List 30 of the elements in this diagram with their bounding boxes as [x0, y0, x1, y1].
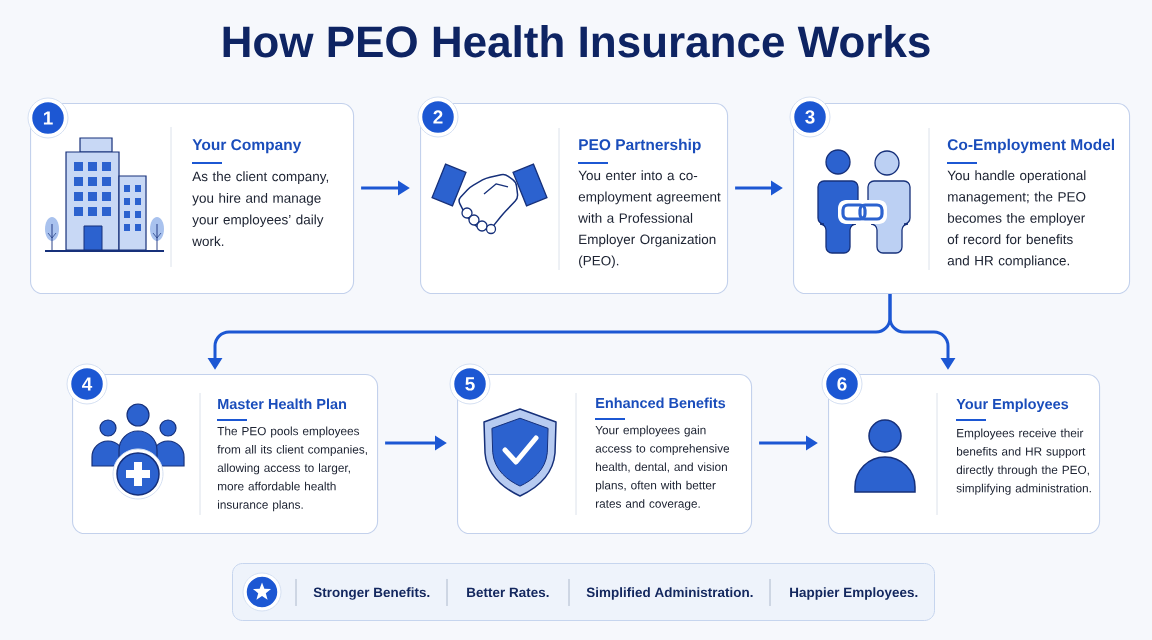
step-card [821, 363, 1101, 535]
banner-text: Stronger Benefits. [313, 587, 430, 600]
card-text: The PEO pools employees from all its client companies, allowing access to larger, more affordable health insurance plans. [217, 426, 367, 512]
step-card [66, 363, 379, 535]
card-heading: Your Employees [956, 398, 1069, 412]
number-badge: 3 [789, 96, 831, 138]
card-text: As the client company, you hire and manage your employees’ daily work. [192, 171, 329, 247]
banner-text: Happier Employees. [790, 587, 918, 600]
card-text: You handle operational management; the PEO becomes the employer of record for benefits and HR compliance. [947, 170, 1086, 269]
step-card [417, 96, 729, 295]
step-card [27, 97, 355, 295]
number-badge: 4 [66, 363, 108, 405]
title: How PEO Health Insurance Works [223, 25, 930, 58]
card-heading: Enhanced Benefits [596, 397, 726, 409]
card-heading: Master Health Plan [218, 398, 347, 410]
card-heading: PEO Partnership [579, 138, 701, 154]
step-card [789, 96, 1131, 295]
number-badge: 2 [417, 96, 459, 138]
summary-banner [232, 563, 935, 621]
number-badge: 5 [449, 363, 491, 405]
banner-text: Simplified Administration. [586, 587, 753, 600]
number-badge: 1 [27, 97, 69, 139]
step-card [449, 363, 753, 535]
card-text: Your employees gain access to comprehensive health, dental, and vision plans, often with better rates and coverage. [595, 425, 730, 511]
banner-text: Better Rates. [467, 587, 549, 598]
card-heading: Co-Employment Model [947, 138, 1114, 154]
number-badge: 6 [821, 363, 863, 405]
card-text: You enter into a co-employment agreement with a Professional Employer Organization (PEO). [578, 170, 721, 269]
card-heading: Your Company [192, 139, 302, 154]
card-text: Employees receive their benefits and HR support directly through the PEO, simplifying administration. [956, 428, 1091, 495]
